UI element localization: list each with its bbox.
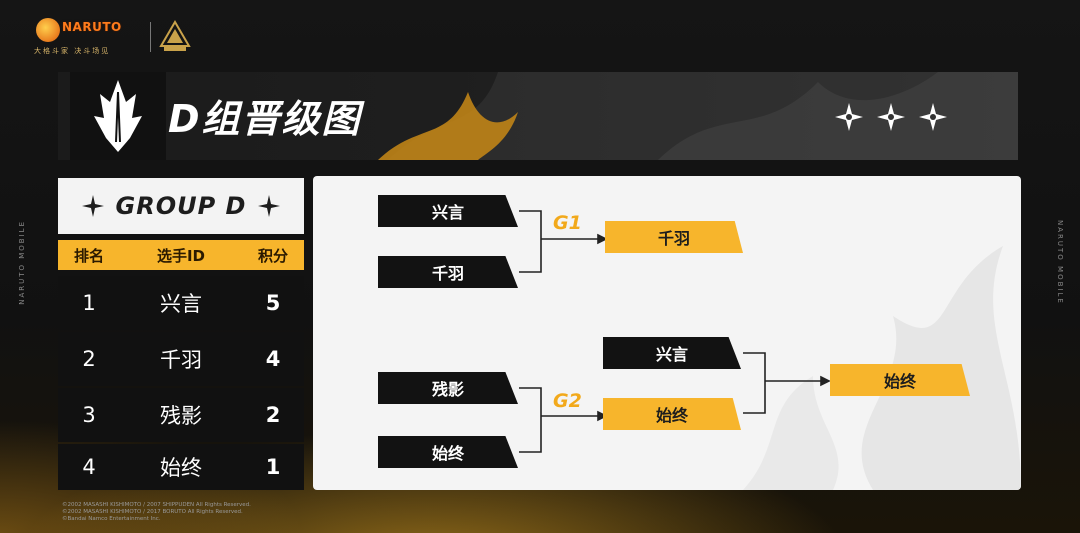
group-header: GROUP D [58,178,304,234]
row-rank: 2 [82,347,96,371]
g2-label: G2 [553,390,582,412]
g1-label: G1 [553,212,582,234]
row-player: 千羽 [160,348,202,372]
hand-sign-icon [94,80,142,152]
row-score: 5 [265,291,281,315]
header-score: 积分 [257,246,288,265]
group-title: GROUP D [115,192,247,220]
side-text-right: NARUTO MOBILE [1056,220,1064,305]
group-standings: GROUP D 排名 选手ID 积分 1 兴言 5 2 千羽 4 3 残影 2 … [58,178,304,490]
side-text-left: NARUTO MOBILE [18,220,26,305]
row-rank: 1 [82,291,96,315]
g1-winner: 千羽 [605,221,743,253]
row-player: 始终 [160,456,202,480]
copyright-line: ©2002 MASASHI KISHIMOTO / 2007 SHIPPUDEN… [62,502,251,508]
header-player: 选手ID [156,246,206,265]
row-player: 兴言 [160,292,202,316]
hand-sign-emblem [70,72,166,160]
shuriken-icon [919,103,947,131]
logo-divider [150,22,151,52]
tournament-crest-icon [159,20,191,51]
copyright-line: ©Bandai Namco Entertainment Inc. [62,516,161,522]
game-logo: NARUTO 大格斗家 决斗场见 [28,16,191,60]
final-winner: 始终 [830,364,970,396]
row-rank: 4 [82,455,96,479]
g1-player-2: 千羽 [378,256,518,288]
bracket-lines [519,210,831,453]
sparkle-icon [258,195,281,217]
g1-player-1: 兴言 [378,195,518,227]
bracket-panel: 兴言 千羽 G1 千羽 残影 始终 G2 兴言 始终 始终 [313,176,1021,490]
standings-header: 排名 选手ID 积分 [58,240,304,270]
copyright-notice: ©2002 MASASHI KISHIMOTO / 2007 SHIPPUDEN… [62,502,251,523]
shuriken-icon [877,103,905,131]
row-rank: 3 [82,403,96,427]
g2-player-2: 始终 [378,436,518,468]
logo-brand-text: NARUTO [62,20,122,34]
g2-player-1: 残影 [378,372,518,404]
shuriken-decor [834,102,948,132]
final-player-1: 兴言 [603,337,741,369]
sparkle-icon [81,195,104,217]
row-player: 残影 [160,404,202,428]
row-score: 1 [265,455,281,479]
final-player-2: 始终 [603,398,741,430]
table-row: 4 始终 1 [58,444,304,490]
shuriken-icon [835,103,863,131]
naruto-emblem-icon [36,18,60,42]
row-score: 4 [265,347,281,371]
table-row: 2 千羽 4 [58,332,304,386]
row-score: 2 [265,403,281,427]
table-row: 3 残影 2 [58,388,304,442]
logo-tagline: 大格斗家 决斗场见 [34,47,111,55]
page-title: D组晋级图 [168,97,362,141]
table-row: 1 兴言 5 [58,276,304,330]
header-rank: 排名 [73,246,104,265]
copyright-line: ©2002 MASASHI KISHIMOTO / 2017 BORUTO Al… [62,509,243,515]
